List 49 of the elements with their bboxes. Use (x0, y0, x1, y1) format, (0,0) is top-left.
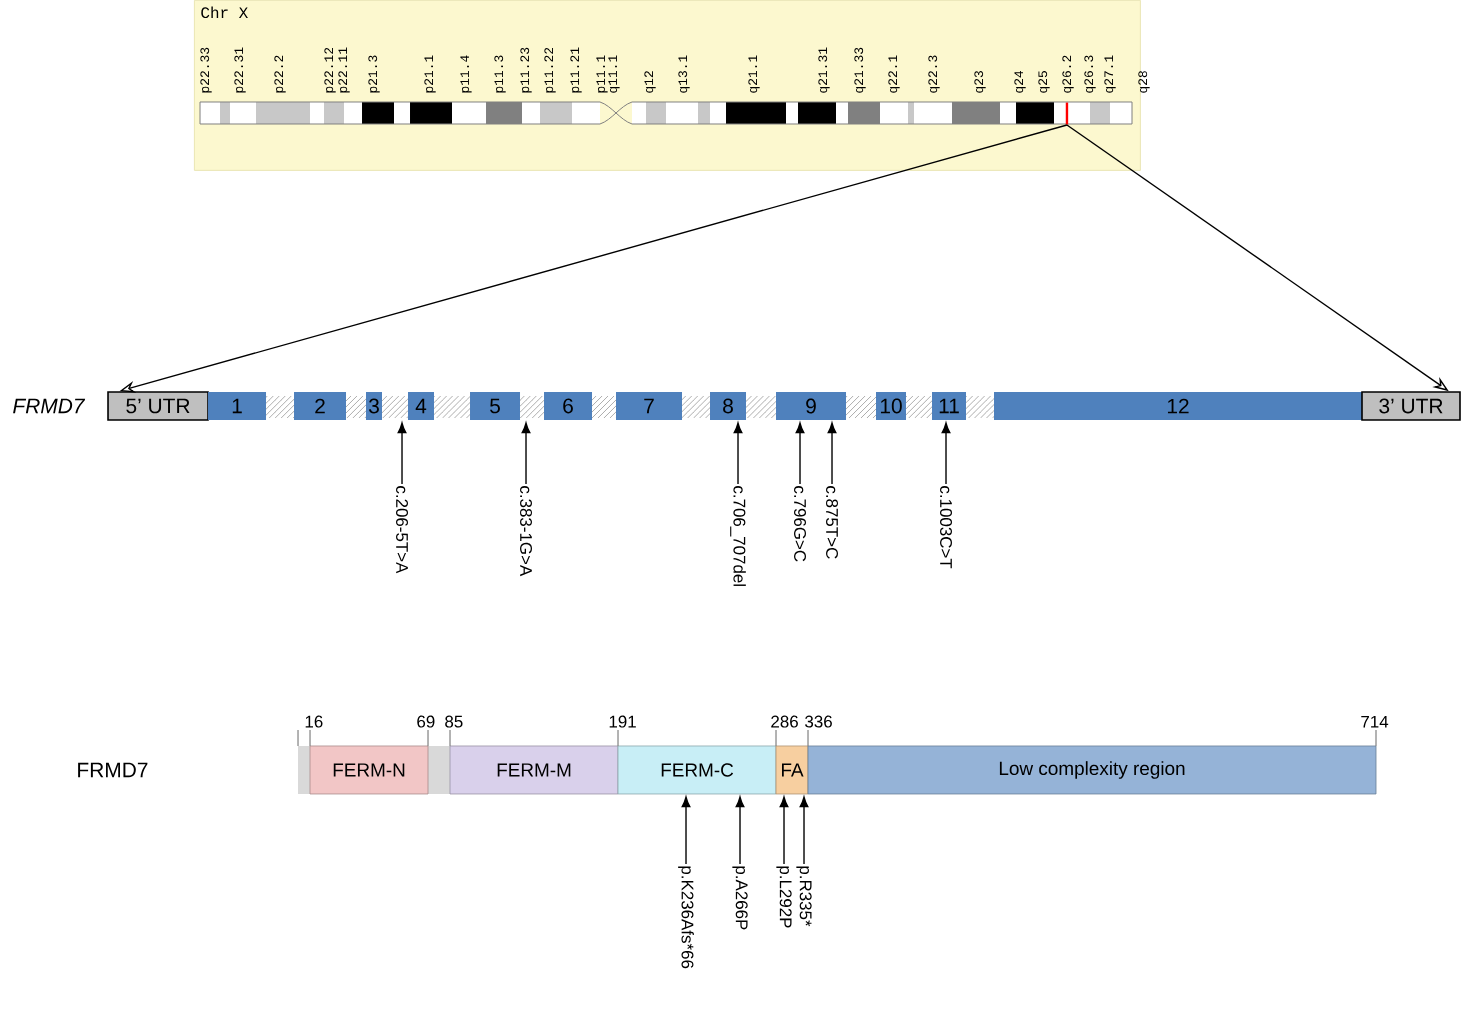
arrow (681, 796, 691, 865)
exon-box: 6 (544, 392, 592, 420)
arrow (779, 796, 789, 865)
band-marker (1065, 102, 1069, 125)
position-tick: 336 (805, 715, 832, 747)
exon-box: 2 (294, 392, 346, 420)
mutation-label: p.R335* (796, 866, 812, 927)
arrow (733, 422, 743, 485)
exon-box: 12 (994, 392, 1362, 420)
exon-box: 5 (470, 392, 520, 420)
exon-box: 10 (876, 392, 906, 420)
gene-label: FRMD7 (13, 398, 86, 414)
mutation-label: c.206-5T>A (396, 486, 408, 574)
position-tick: 286 (771, 715, 798, 747)
arrow (735, 796, 745, 865)
mutation-label: c.1003C>T (940, 486, 952, 569)
arrow (397, 422, 407, 485)
utr-box: 3’ UTR (1361, 391, 1461, 421)
exon-box: 11 (932, 392, 966, 420)
position-tick: 191 (609, 715, 636, 747)
arrow (795, 422, 805, 485)
arrow (941, 422, 951, 485)
arrow (521, 422, 531, 485)
mutation-label: c.796G>C (794, 486, 806, 562)
domain-box: FERM-N (309, 745, 429, 795)
mutation-label: p.L292P (776, 866, 792, 928)
exon-box: 3 (366, 392, 382, 420)
exon-box: 8 (710, 392, 746, 420)
position-tick: 69 (417, 715, 435, 747)
domain-box: FERM-C (617, 745, 777, 795)
arrow (799, 796, 809, 865)
domain-box: FA (775, 745, 809, 795)
position-tick: 85 (445, 715, 463, 747)
mutation-label: c.383-1G>A (520, 486, 532, 577)
protein-label: FRMD7 (78, 762, 148, 778)
position-tick: 714 (1361, 715, 1389, 747)
position-tick: 16 (305, 715, 323, 747)
mutation-label: p.A266P (732, 866, 748, 930)
mutation-label: c.706_707del (730, 486, 746, 586)
exon-box: 7 (616, 392, 682, 420)
utr-box: 5’ UTR (107, 391, 209, 421)
domain-box: Low complexity region (807, 745, 1377, 795)
mutation-label: p.K236Afs*66 (678, 866, 694, 969)
exon-box: 1 (208, 392, 266, 420)
exon-box: 4 (408, 392, 434, 420)
mutation-label: c.875T>C (826, 486, 838, 559)
exon-box: 9 (776, 392, 846, 420)
arrow (827, 422, 837, 485)
domain-box: FERM-M (449, 745, 619, 795)
